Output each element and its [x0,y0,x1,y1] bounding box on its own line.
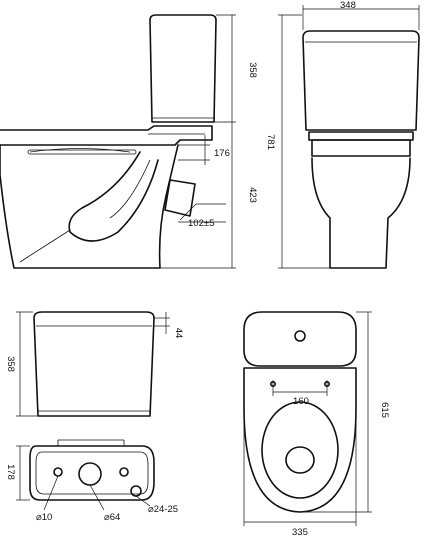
dim-bottom-depth: 178 [5,464,16,480]
dim-leader [89,484,105,511]
front-cistern [302,30,420,131]
top-view: 160 615 335 [243,311,390,538]
dim-hole-large: ⌀64 [104,512,120,523]
dim-total-height: 781 [265,134,276,150]
top-bowl-outer [243,367,357,513]
dim-front-width: 348 [340,0,356,11]
dim-hole-small: ⌀10 [36,512,52,523]
dim-leader [179,203,197,221]
dim-leader [43,475,59,511]
dim-cistern-height: 358 [247,62,258,78]
front-seat-band [308,131,414,141]
dim-hole-side: ⌀24-25 [148,504,178,515]
front-view: 348 781 [265,0,420,269]
cistern-hole-flush [78,462,102,486]
side-trapway [68,151,159,242]
dim-top-width: 335 [292,527,308,538]
cistern-bottom-view: 178 ⌀10 ⌀64 ⌀24-25 [5,439,178,523]
side-outlet [164,179,196,217]
dim-inlet-offset: 176 [214,148,230,159]
side-seat [0,125,213,146]
top-cistern [243,311,357,367]
cistern-hole-left [53,467,63,477]
cistern-bottom-inner [35,451,149,495]
side-trapway-inner [109,159,151,219]
side-view: 358 423 176 102±5 [0,14,258,269]
dim-cistern-height-2: 358 [5,356,16,372]
top-bowl-drain [285,446,315,474]
cistern-body [33,311,155,417]
side-base-detail [19,229,71,263]
front-bowl [311,157,411,269]
dim-outlet-diameter: 102±5 [188,218,214,229]
cistern-view: 358 44 [5,311,184,417]
dim-top-length: 615 [379,402,390,418]
side-rim-inner [29,148,131,153]
dim-lid-thickness: 44 [173,328,184,339]
front-rim [311,139,411,157]
cistern-bottom-outline [29,445,155,501]
cistern-hole-right [119,467,129,477]
side-bowl [0,144,179,269]
cistern-hole-side [130,485,142,497]
side-cistern [149,14,217,123]
top-flush-button [294,330,306,342]
dim-leader [135,495,151,507]
side-rim-slot [27,149,137,155]
dim-bowl-height: 423 [247,187,258,203]
top-bowl-rim [261,401,339,499]
dim-bolt-spacing: 160 [293,396,309,407]
